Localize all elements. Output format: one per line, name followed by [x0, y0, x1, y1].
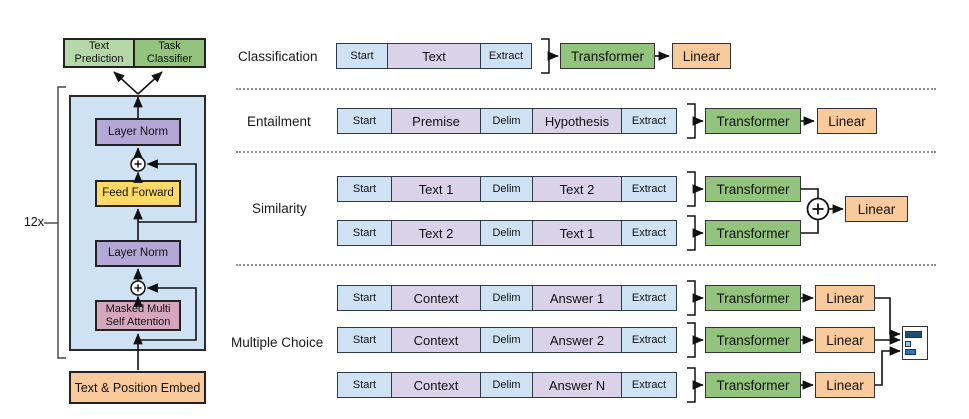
linear-box: Linear	[815, 372, 875, 398]
linear-label: Linear	[826, 290, 864, 306]
masked-attention-label-line1: Masked Multi	[105, 303, 171, 316]
token-text: Text	[386, 43, 482, 69]
task-label-classification: Classification	[238, 49, 318, 64]
token-extract: Extract	[621, 108, 677, 134]
token-context: Context	[390, 372, 482, 398]
masked-attention-box: Masked Multi Self Attention	[95, 300, 181, 331]
layer-norm-bottom-box: Layer Norm	[95, 240, 181, 267]
linear-label: Linear	[826, 332, 864, 348]
linear-box: Linear	[672, 43, 731, 69]
token-context: Context	[390, 327, 482, 353]
entailment-token-row: Start Premise Delim Hypothesis Extract	[337, 108, 677, 134]
transformer-label: Transformer	[716, 290, 790, 306]
layer-norm-bottom-label: Layer Norm	[107, 247, 169, 260]
token-hypothesis: Hypothesis	[531, 108, 623, 134]
token-start: Start	[337, 372, 392, 398]
token-start: Start	[337, 285, 392, 311]
task-label-similarity: Similarity	[252, 201, 307, 216]
transformer-box: Transformer	[705, 108, 801, 134]
token-answer-1: Answer 1	[531, 285, 623, 311]
token-start: Start	[337, 176, 392, 202]
multiple-choice-token-row-2: Start Context Delim Answer 2 Extract	[337, 327, 677, 353]
token-delim: Delim	[480, 327, 533, 353]
transformer-box: Transformer	[705, 220, 801, 246]
add-icon	[806, 197, 830, 221]
token-extract: Extract	[621, 220, 677, 246]
linear-box: Linear	[815, 285, 875, 311]
token-delim: Delim	[480, 108, 533, 134]
transformer-box: Transformer	[705, 372, 801, 398]
score-bar-3	[905, 349, 916, 355]
task-classifier-box: Task Classifier	[133, 38, 206, 68]
token-extract: Extract	[480, 43, 532, 69]
feed-forward-box: Feed Forward	[95, 180, 181, 207]
token-premise: Premise	[390, 108, 482, 134]
token-extract: Extract	[621, 285, 677, 311]
linear-box: Linear	[817, 108, 877, 134]
transformer-label: Transformer	[716, 332, 790, 348]
embed-box: Text & Position Embed	[69, 371, 206, 404]
token-delim: Delim	[480, 372, 533, 398]
token-start: Start	[336, 43, 388, 69]
section-divider	[236, 264, 936, 266]
task-label-multiple-choice: Multiple Choice	[231, 335, 324, 350]
linear-label: Linear	[857, 201, 896, 217]
repeat-count-label: 12x	[23, 215, 44, 229]
token-delim: Delim	[480, 285, 533, 311]
token-text2: Text 2	[531, 176, 623, 202]
transformer-box: Transformer	[705, 285, 801, 311]
task-label-entailment: Entailment	[247, 114, 311, 129]
token-text1: Text 1	[390, 176, 482, 202]
token-delim: Delim	[480, 220, 533, 246]
token-answer-2: Answer 2	[531, 327, 623, 353]
transformer-box: Transformer	[705, 176, 801, 202]
feed-forward-label: Feed Forward	[102, 187, 174, 200]
linear-box: Linear	[845, 196, 908, 222]
multiple-choice-token-row-3: Start Context Delim Answer N Extract	[337, 372, 677, 398]
transformer-box: Transformer	[560, 43, 655, 69]
token-text1: Text 1	[531, 220, 623, 246]
task-classifier-label: Task Classifier	[146, 40, 193, 65]
token-start: Start	[337, 220, 392, 246]
similarity-token-row-2: Start Text 2 Delim Text 1 Extract	[337, 220, 677, 246]
transformer-label: Transformer	[570, 48, 644, 64]
transformer-label: Transformer	[716, 181, 790, 197]
score-bar-2	[905, 341, 911, 347]
transformer-label: Transformer	[716, 113, 790, 129]
linear-label: Linear	[826, 377, 864, 393]
linear-label: Linear	[682, 48, 721, 64]
embed-label: Text & Position Embed	[74, 380, 201, 395]
section-divider	[236, 151, 936, 153]
text-prediction-label: Text Prediction	[74, 40, 124, 65]
similarity-token-row-1: Start Text 1 Delim Text 2 Extract	[337, 176, 677, 202]
token-start: Start	[337, 327, 392, 353]
token-extract: Extract	[621, 176, 677, 202]
text-prediction-box: Text Prediction	[63, 38, 135, 68]
multiple-choice-token-row-1: Start Context Delim Answer 1 Extract	[337, 285, 677, 311]
linear-box: Linear	[815, 327, 875, 353]
transformer-box: Transformer	[705, 327, 801, 353]
layer-norm-top-box: Layer Norm	[95, 118, 181, 146]
token-extract: Extract	[621, 372, 677, 398]
masked-attention-label-line2: Self Attention	[105, 315, 171, 328]
transformer-label: Transformer	[716, 377, 790, 393]
token-context: Context	[390, 285, 482, 311]
token-answer-n: Answer N	[531, 372, 623, 398]
token-text2: Text 2	[390, 220, 482, 246]
answer-score-chart-icon	[902, 326, 928, 360]
classification-token-row: Start Text Extract	[336, 43, 532, 69]
layer-norm-top-label: Layer Norm	[107, 125, 169, 138]
linear-label: Linear	[828, 113, 866, 129]
token-extract: Extract	[621, 327, 677, 353]
token-start: Start	[337, 108, 392, 134]
score-bar-1	[905, 331, 922, 338]
section-divider	[236, 88, 936, 90]
token-delim: Delim	[480, 176, 533, 202]
transformer-label: Transformer	[716, 225, 790, 241]
